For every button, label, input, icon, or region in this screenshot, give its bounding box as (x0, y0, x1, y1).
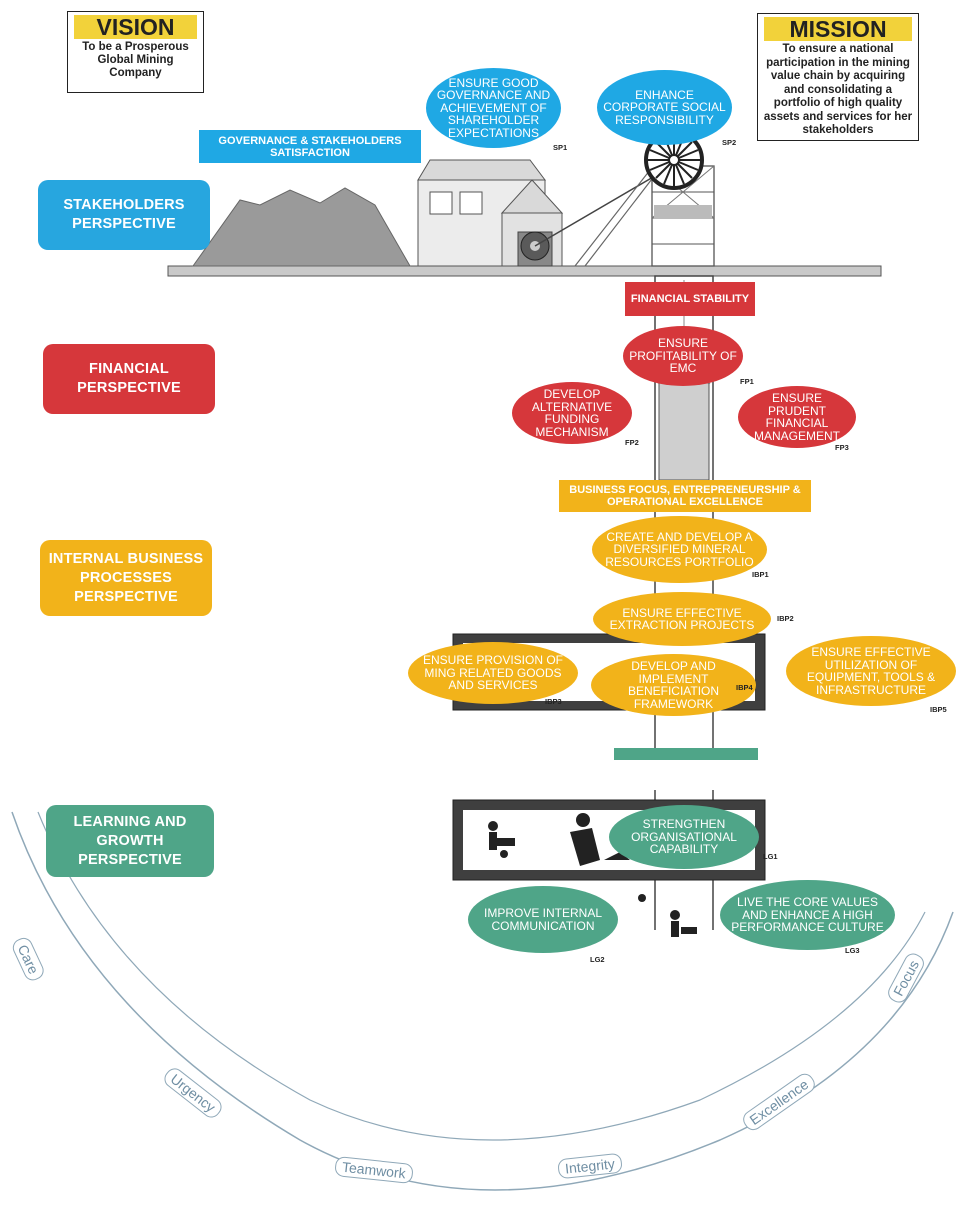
vision-box: VISION To be a Prosperous Global Mining … (67, 11, 204, 93)
objective-fp1: ENSURE PROFITABILITY OF EMC (623, 326, 743, 386)
mission-title: MISSION (764, 17, 912, 41)
code-ibp1: IBP1 (752, 570, 769, 579)
code-ibp3: IBP3 (545, 697, 562, 706)
code-sp1: SP1 (553, 143, 568, 152)
financial-stability-banner: FINANCIAL STABILITY (625, 282, 755, 316)
code-fp3: FP3 (835, 443, 849, 452)
mission-box: MISSION To ensure a national participati… (757, 13, 919, 141)
code-sp2: SP2 (722, 138, 737, 147)
objective-lg2: IMPROVE INTERNAL COMMUNICATION (468, 886, 618, 953)
stakeholders-perspective: STAKEHOLDERS PERSPECTIVE (38, 180, 210, 250)
vision-title: VISION (74, 15, 197, 39)
financial-perspective: FINANCIAL PERSPECTIVE (43, 344, 215, 414)
code-fp2: FP2 (625, 438, 639, 447)
values-arc-inner (37, 811, 926, 1141)
code-ibp5: IBP5 (930, 705, 947, 714)
code-lg3: LG3 (845, 946, 860, 955)
objective-sp1: ENSURE GOOD GOVERNANCE AND ACHIEVEMENT O… (426, 68, 561, 148)
objective-ibp4: DEVELOP AND IMPLEMENT BENEFICIATION FRAM… (591, 654, 756, 716)
objective-ibp5: ENSURE EFFECTIVE UTILIZATION OF EQUIPMEN… (786, 636, 956, 706)
objective-lg3: LIVE THE CORE VALUES AND ENHANCE A HIGH … (720, 880, 895, 950)
governance-banner: GOVERNANCE & STAKEHOLDERS SATISFACTION (199, 130, 421, 163)
vision-text: To be a Prosperous Global Mining Company (82, 41, 189, 79)
learning-growth-perspective: LEARNING AND GROWTH PERSPECTIVE (46, 805, 214, 877)
code-ibp2: IBP2 (777, 614, 794, 623)
internal-business-perspective: INTERNAL BUSINESS PROCESSES PERSPECTIVE (40, 540, 212, 616)
objective-fp3: ENSURE PRUDENT FINANCIAL MANAGEMENT (738, 386, 856, 448)
code-fp1: FP1 (740, 377, 754, 386)
code-ibp4: IBP4 (736, 683, 753, 692)
objective-lg1: STRENGTHEN ORGANISATIONAL CAPABILITY (609, 805, 759, 869)
business-focus-banner: BUSINESS FOCUS, ENTREPRENEURSHIP & OPERA… (559, 480, 811, 512)
code-lg1: LG1 (763, 852, 778, 861)
values-arc-outer (11, 811, 954, 1191)
objective-fp2: DEVELOP ALTERNATIVE FUNDING MECHANISM (512, 382, 632, 444)
objective-ibp2: ENSURE EFFECTIVE EXTRACTION PROJECTS (593, 592, 771, 646)
objective-ibp1: CREATE AND DEVELOP A DIVERSIFIED MINERAL… (592, 516, 767, 583)
objective-sp2: ENHANCE CORPORATE SOCIAL RESPONSIBILITY (597, 70, 732, 145)
objective-ibp3: ENSURE PROVISION OF MING RELATED GOODS A… (408, 642, 578, 704)
mission-text: To ensure a national participation in th… (763, 43, 913, 136)
code-lg2: LG2 (590, 955, 605, 964)
